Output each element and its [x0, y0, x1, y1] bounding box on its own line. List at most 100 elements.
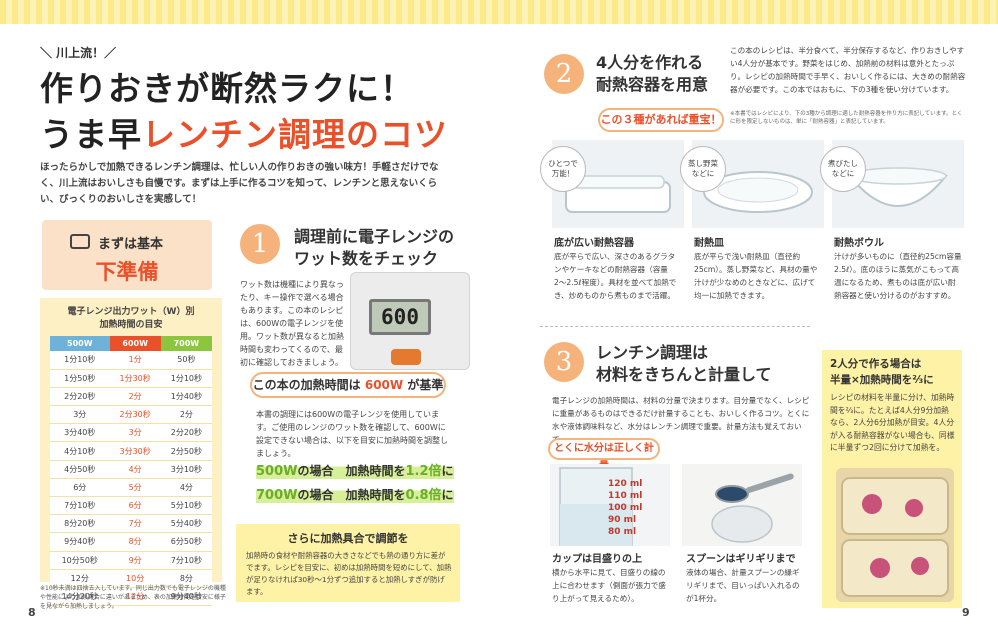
page-title-line2: うま早レンチン調理のコツ: [40, 108, 448, 156]
section2-number: 2: [544, 54, 584, 94]
section2-title-line2: 耐熱容器を用意: [596, 75, 709, 94]
wattage-table-title: 電子レンジ出力ワット（W）別 加熱時間の目安: [67, 307, 195, 330]
table-cell: 3分30秒: [109, 441, 161, 461]
rule-700w: 700Wの場合 加熱時間を0.8倍に: [256, 484, 454, 503]
table-cell: 1分10秒: [50, 351, 110, 370]
table-cell: 2分30秒: [109, 405, 161, 425]
adjust-tip-box: さらに加熱具合で調節を 加熱時の食材や耐熱容器の大きさなどでも熱の通り方に差がで…: [236, 524, 460, 602]
table-cell: 9分: [109, 551, 161, 570]
section3-number: 3: [544, 342, 584, 382]
section1-number: 1: [240, 224, 280, 264]
table-cell: 9分40秒: [160, 587, 212, 607]
rule1-suffix: に: [441, 464, 454, 478]
dish2-label: 耐熱皿: [694, 238, 724, 249]
page-number-left: 8: [28, 606, 36, 619]
table-cell: 1分10秒: [160, 369, 212, 388]
page-number-right: 9: [962, 606, 970, 619]
table-note: ※10秒未満は四捨五入しています。同じ出力数でも電子レンジの機種や性能により加熱…: [40, 585, 226, 610]
table-cell: 10分: [109, 569, 161, 588]
table-cell: 6分: [109, 496, 161, 516]
microwave-photo: 600: [350, 272, 470, 370]
col-600w: 600W: [109, 336, 161, 351]
table-cell: 1分40秒: [160, 387, 212, 407]
col-500w: 500W: [50, 336, 110, 351]
table-cell: 1分30秒: [109, 369, 161, 388]
tip-body: 加熱時の食材や耐熱容器の大きさなどでも熱の通り方に差がでます。レシピを目安に、初…: [246, 551, 452, 596]
table-cell: 3分10秒: [160, 460, 212, 479]
table-cell: 1分: [109, 351, 161, 370]
table-cell: 6分50秒: [160, 532, 212, 552]
section2-note: ※本書ではレシピにより、下の3種から調理に適した耐熱容器を作り方に表記しています…: [730, 111, 963, 125]
table-cell: 5分: [109, 478, 161, 498]
spoon-photo: [682, 464, 802, 546]
cup-marks: 120 ml 110 ml 100 ml 90 ml 80 ml: [608, 478, 642, 538]
food-container-illustration: [841, 477, 949, 597]
microwave-display: 600: [369, 299, 431, 335]
pill-suffix: が基準: [407, 378, 444, 392]
table-cell: 4分: [160, 478, 212, 498]
cup-mark-90: 90 ml: [608, 515, 637, 525]
table-cell: 12分: [109, 587, 161, 607]
cup-mark-120: 120 ml: [608, 479, 643, 489]
table-cell: 12分: [50, 569, 110, 588]
rule2-watt: 700W: [256, 488, 298, 503]
kicker-label: ＼ 川上流！／: [40, 46, 117, 60]
table-cell: 1分50秒: [50, 369, 110, 388]
table-cell: 3分40秒: [50, 423, 110, 443]
cup-desc: 横から水平に見て、目盛りの線の上に合わせます（側面が張力で盛り上がって見えるため…: [552, 568, 666, 603]
table-cell: 7分10秒: [50, 496, 110, 516]
table-cell: 9分40秒: [50, 532, 110, 552]
section1-title-line2: ワット数をチェック: [294, 249, 439, 268]
table-cell: 4分50秒: [50, 460, 110, 479]
table-cell: 2分: [109, 387, 161, 407]
table-cell: 8分: [160, 569, 212, 588]
prep-line1: まずは基本: [98, 237, 164, 252]
half-portion-body: レシピの材料を半量に分け、加熱時間を⅔に。たとえば4人分9分加熱なら、2人分6分…: [830, 393, 955, 452]
plate-illustration: [703, 171, 813, 213]
table-cell: 4分10秒: [50, 441, 110, 461]
title-accent: レンチン調理のコツ: [142, 115, 448, 154]
rule2-times: 倍: [428, 488, 442, 503]
section2-body: この本のレシピは、半分食べて、半分保存するなど、作りおきしやすい4人分が基本です…: [730, 46, 966, 94]
rule1-watt: 500W: [256, 464, 298, 479]
half-portion-box: 2人分で作る場合は 半量×加熱時間を⅔に レシピの材料を半量に分け、加熱時間を⅔…: [822, 350, 962, 608]
rule-500w: 500Wの場合 加熱時間を1.2倍に: [256, 460, 454, 479]
table-cell: 2分50秒: [160, 441, 212, 461]
table-cell: 8分20秒: [50, 514, 110, 534]
measure-pill: とくに水分は正しく計量: [548, 438, 660, 472]
cup-mark-110: 110 ml: [608, 491, 643, 501]
table-cell: 3分: [50, 405, 110, 425]
table-cell: 2分: [160, 405, 212, 425]
rule1-times: 倍: [428, 464, 442, 479]
section1-title-line1: 調理前に電子レンジの: [294, 227, 455, 246]
rule2-suffix: に: [441, 488, 454, 502]
rule1-text: の場合 加熱時間を: [297, 464, 406, 478]
dish2-bubble: 蒸し野菜 などに: [680, 146, 726, 192]
three-types-pill: この３種があれば重宝！: [598, 108, 724, 132]
table-cell: 3分: [109, 423, 161, 443]
spoon-desc: 液体の場合、計量スプーンの縁ギリギリまで、目いっぱい入れるのが1杯分。: [686, 568, 800, 603]
cup-mark-100: 100 ml: [608, 503, 643, 513]
table-cell: 8分: [109, 532, 161, 552]
measuring-spoon-illustration: [711, 473, 794, 543]
rule1-factor: 1.2: [405, 464, 429, 479]
table-cell: 4分: [109, 460, 161, 479]
dish1-bubble: ひとつで 万能！: [540, 146, 586, 192]
half-portion-photo: [836, 468, 954, 602]
rule2-text: の場合 加熱時間を: [297, 488, 406, 502]
dish2-desc: 底が平らで浅い耐熱皿（直径約25cm）。蒸し野菜など、具材の量や汁けが少なめのと…: [694, 252, 818, 300]
intro-text: ほったらかしで加熱できるレンチン調理は、忙しい人の作りおきの強い味方！手軽さだけ…: [40, 162, 439, 205]
table-cell: 5分10秒: [160, 496, 212, 516]
microwave-knob: [391, 349, 421, 365]
pill-accent: 600W: [364, 378, 404, 392]
cup-photo: 120 ml 110 ml 100 ml 90 ml 80 ml: [550, 464, 670, 546]
